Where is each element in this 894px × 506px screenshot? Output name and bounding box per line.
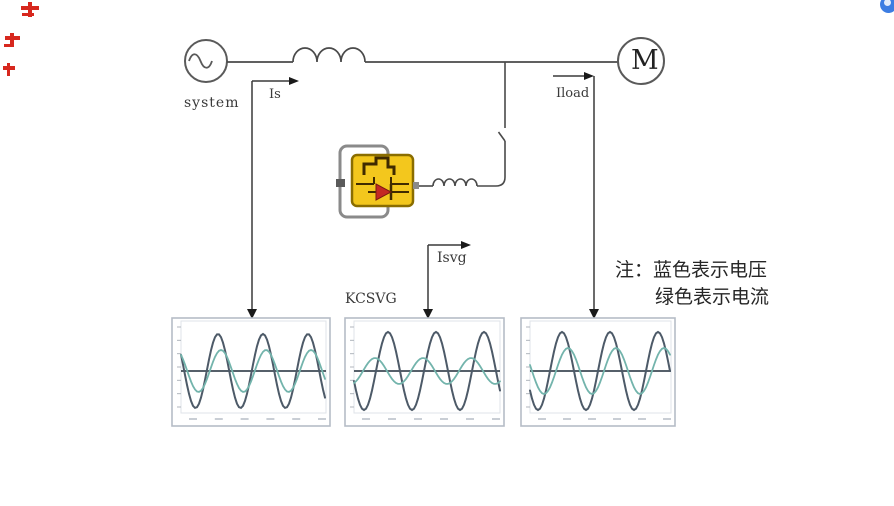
voltage-wave [529, 330, 671, 412]
current-wave [353, 357, 501, 385]
motor-letter: M [631, 45, 659, 76]
isvg-measurement-arrow [423, 241, 471, 319]
motor [617, 37, 665, 85]
module-right-port [413, 182, 419, 189]
note-line-2: 绿色表示电流 [655, 286, 770, 308]
current-wave [529, 347, 671, 395]
red-artifacts [3, 2, 39, 76]
sine-symbol [188, 53, 213, 69]
isvg-label: Isvg [437, 250, 467, 266]
scope-plot [344, 317, 505, 427]
system-label: system [184, 95, 240, 111]
switch-blade [497, 131, 506, 142]
scope-plot [520, 317, 676, 427]
scope-plots [171, 317, 676, 427]
widget-icon-glyph [884, 0, 891, 6]
series-inductor [292, 47, 366, 63]
note-line-1: 注：蓝色表示电压 [615, 259, 768, 281]
main-wire [227, 47, 618, 63]
converter-block [350, 153, 415, 208]
thyristor-triangle [375, 183, 393, 201]
floating-widget-icon[interactable] [880, 0, 894, 13]
gate-pulse-glyph [362, 156, 396, 175]
module-left-port [336, 179, 345, 187]
kcsvg-label: KCSVG [345, 291, 397, 307]
is-label: Is [269, 87, 281, 102]
svg-converter-module [336, 144, 419, 219]
iload-label: Iload [556, 86, 590, 101]
scope-plot [171, 317, 331, 427]
ac-source [184, 39, 228, 83]
is-measurement-arrow [247, 77, 299, 319]
filter-inductor [432, 178, 478, 187]
current-wave [180, 349, 326, 393]
breaker-switch [419, 62, 506, 187]
voltage-wave [180, 332, 326, 410]
iload-measurement-arrow [553, 72, 599, 319]
